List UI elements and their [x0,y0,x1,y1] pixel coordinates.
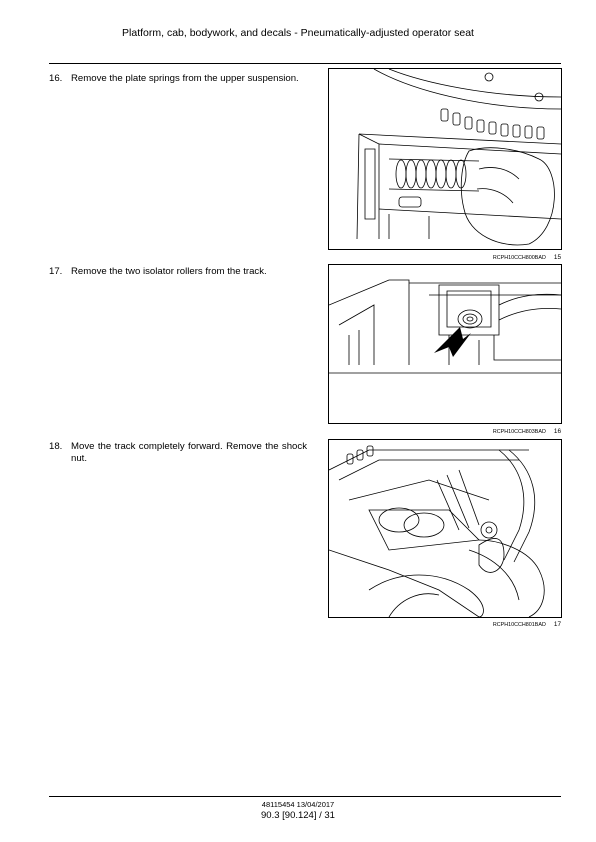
figure-code: RCPH10CCH803BAD [492,429,546,435]
step-number: 18. [49,441,63,452]
step-number: 17. [49,266,63,277]
illustration-plate-springs [356,69,561,246]
header-rule [49,63,561,64]
figure-16-isolator-rollers [328,264,562,424]
step-text: Move the track completely forward. Remov… [71,441,307,464]
illustration-shock-nut [329,445,545,617]
illustration-isolator-rollers [329,279,561,374]
upper-bolts [440,108,545,140]
figure-caption-15: RCPH10CCH800BAD 15 [470,254,561,261]
figure-caption-16: RCPH10CCH803BAD 16 [470,428,561,435]
figure-code: RCPH10CCH800BAD [492,255,546,261]
figure-15-plate-springs [328,68,562,250]
step-text: Remove the plate springs from the upper … [71,73,299,84]
footer-page-reference: 90.3 [90.124] / 31 [261,810,335,821]
bolt-row [346,445,374,465]
step-text: Remove the two isolator rollers from the… [71,266,267,277]
footer-document-reference: 48115454 13/04/2017 [261,800,335,809]
step-number: 16. [49,73,63,84]
figure-number: 17 [553,621,561,628]
figure-number: 15 [553,254,561,261]
figure-number: 16 [553,428,561,435]
pointer-arrow-icon [434,327,471,357]
footer-rule [49,796,561,797]
figure-caption-17: RCPH10CCH801BAD 17 [470,621,561,628]
coil-spring [395,159,467,189]
page-header-title: Platform, cab, bodywork, and decals - Pn… [122,27,474,39]
figure-code: RCPH10CCH801BAD [492,622,546,628]
figure-17-shock-nut [328,439,562,618]
